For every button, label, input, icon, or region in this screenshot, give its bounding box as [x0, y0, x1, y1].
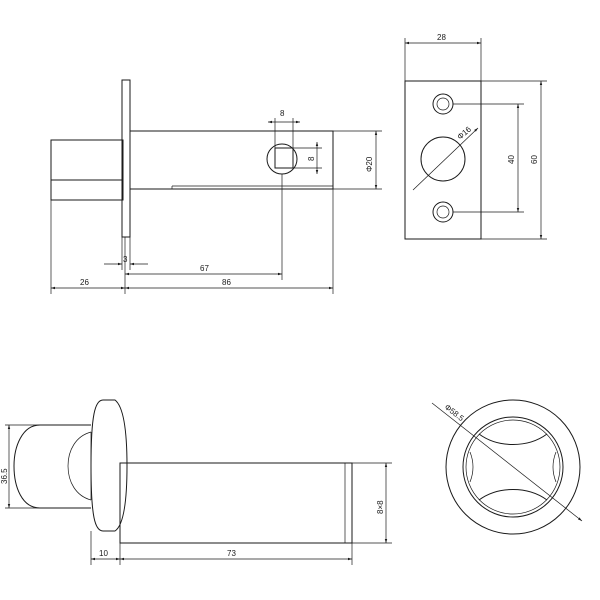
slot-height-label: 8 [307, 156, 316, 161]
spindle-bar [119, 462, 353, 544]
rose-profile [90, 399, 128, 532]
plate-front-dimensions: 28 Φ16 40 60 [404, 33, 547, 240]
spindle-length-label: 73 [227, 549, 236, 558]
plate-outline [404, 80, 482, 240]
knob-grip-upper [478, 433, 548, 445]
knob-grip-lower [478, 489, 548, 501]
center-hole [420, 136, 466, 182]
rose-inner-circle [462, 416, 564, 518]
knob-projection-label: 26 [80, 278, 89, 287]
knob-front-view [445, 399, 581, 535]
screw-hole-bottom [432, 201, 454, 223]
knob-side-view [13, 399, 353, 544]
hole-spacing-label: 40 [507, 155, 516, 164]
plate-height-label: 60 [530, 155, 539, 164]
knob-dome [13, 424, 91, 509]
bolt-diameter-label: Φ20 [365, 156, 374, 172]
side-view-dimensions: 8 8 Φ20 3 67 26 86 [50, 109, 382, 294]
slot-position-label: 67 [200, 264, 209, 273]
knob-side-dimensions: 36.5 8×8 10 73 [0, 424, 392, 565]
rose-outer-circle [445, 399, 581, 535]
plate-front-view [404, 80, 482, 240]
latch-body [129, 130, 334, 190]
body-length-label: 86 [222, 278, 231, 287]
slot-width-label: 8 [280, 109, 285, 118]
plate-thickness-label: 3 [123, 255, 128, 264]
latch-side-view [50, 79, 334, 238]
plate-width-label: 28 [437, 33, 446, 42]
rose-height-label: 36.5 [0, 468, 9, 484]
spindle-section-label: 8×8 [376, 500, 385, 514]
square-slot [274, 147, 294, 169]
knob-housing [50, 139, 124, 201]
screw-hole-top [432, 93, 454, 115]
hole-diameter-label: Φ16 [456, 124, 474, 141]
rose-depth-label: 10 [99, 549, 108, 558]
